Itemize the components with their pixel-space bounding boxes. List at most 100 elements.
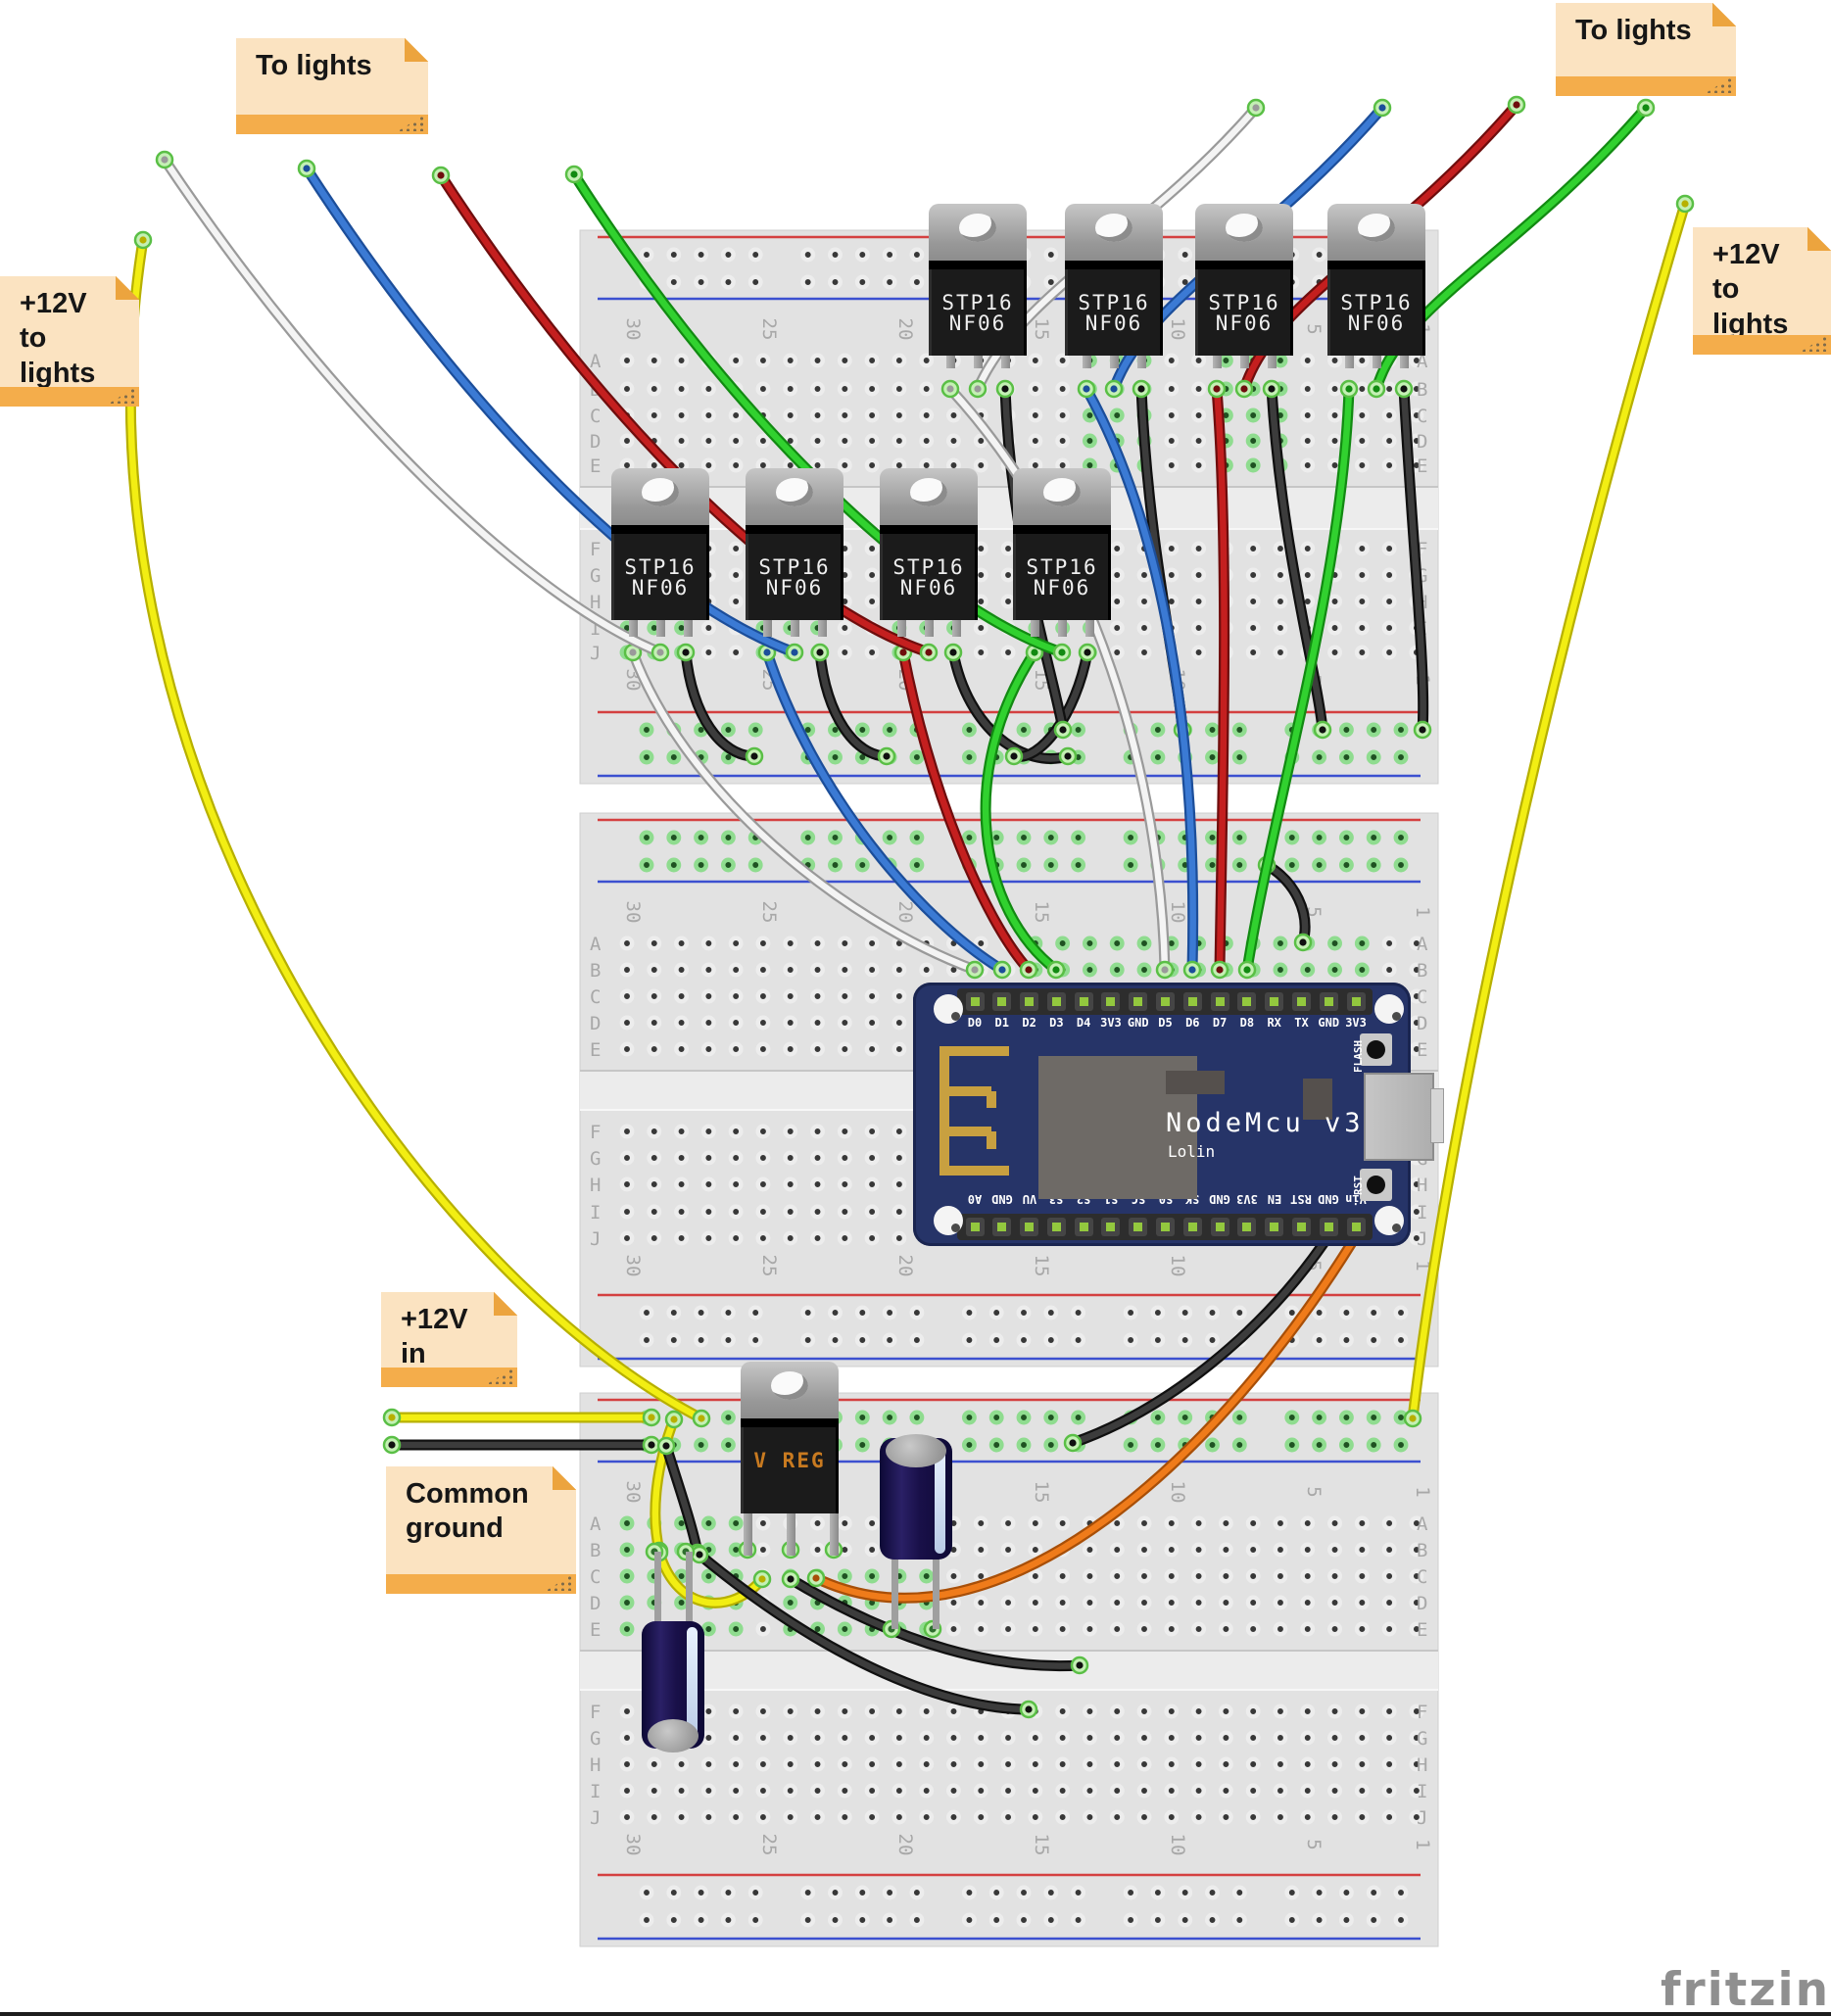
pin-RX[interactable] [1265, 992, 1284, 1011]
component-label: STP16 NF06 [1078, 291, 1150, 335]
capacitor-stripe [687, 1627, 698, 1743]
wire-black-jumper-1[interactable] [660, 1440, 703, 1559]
pin-RST[interactable] [1291, 1218, 1311, 1236]
svg-text:30: 30 [622, 901, 644, 924]
pin-S1[interactable] [1101, 1218, 1121, 1236]
mounting-hole [1374, 1206, 1404, 1235]
mosfet-stp16nf06[interactable]: STP16 NF06 [880, 468, 978, 637]
svg-text:D: D [590, 1013, 601, 1034]
pin-3V3[interactable] [1237, 1218, 1257, 1236]
pin-GND[interactable] [1210, 1218, 1229, 1236]
component-pin [817, 620, 827, 637]
note-common-ground[interactable]: Common ground [386, 1466, 576, 1594]
flash-button[interactable] [1360, 1033, 1392, 1066]
note-to-lights-top-right[interactable]: To lights [1556, 3, 1736, 96]
wire-gate-blue-1[interactable] [761, 647, 1008, 976]
wire-yellow-jumper-1[interactable] [650, 1414, 680, 1557]
note-fold-corner [1807, 227, 1831, 251]
wire-gate-green-1[interactable] [980, 647, 1062, 976]
note-strip [236, 115, 428, 134]
mosfet-stp16nf06[interactable]: STP16 NF06 [1327, 204, 1425, 368]
pin-3V3[interactable] [1346, 992, 1366, 1011]
wire-black-arc-1[interactable] [694, 1549, 1035, 1715]
usb-connector[interactable] [1364, 1073, 1434, 1161]
wire-lights-white-L[interactable] [159, 154, 666, 658]
capacitor-2[interactable] [642, 1621, 704, 1752]
wire-black-src-1[interactable] [680, 647, 760, 762]
wire-black-arc-2[interactable] [785, 1573, 1085, 1672]
wire-gate-green-2[interactable] [1241, 383, 1355, 976]
pin-VU[interactable] [1020, 1218, 1039, 1236]
svg-text:B: B [1417, 1540, 1427, 1561]
wire-black-src-8[interactable] [1398, 383, 1429, 736]
pin-D7[interactable] [1210, 992, 1229, 1011]
wire-gate-white-1[interactable] [627, 647, 981, 976]
note-12v-in[interactable]: +12V in [381, 1292, 517, 1387]
wire-black-src-2[interactable] [814, 647, 892, 762]
wire-gate-red-2[interactable] [1211, 383, 1230, 976]
note-to-lights-top-left[interactable]: To lights [236, 38, 428, 134]
capacitor-1[interactable] [880, 1434, 952, 1560]
mosfet-stp16nf06[interactable]: STP16 NF06 [1195, 204, 1293, 368]
pin-D6[interactable] [1182, 992, 1202, 1011]
pin-D1[interactable] [992, 992, 1012, 1011]
pin-GND[interactable] [1129, 992, 1148, 1011]
pin-D0[interactable] [965, 992, 985, 1011]
board-subtitle: Lolin [1168, 1142, 1216, 1161]
component-pin [1084, 620, 1094, 637]
note-strip [1556, 76, 1736, 96]
pin-S2[interactable] [1074, 1218, 1093, 1236]
mosfet-stp16nf06[interactable]: STP16 NF06 [929, 204, 1027, 368]
pin-EN[interactable] [1265, 1218, 1284, 1236]
pin-SK[interactable] [1182, 1218, 1202, 1236]
breadboard-bottom[interactable]: AABBCCDDEEFFGGHHIIJJ30302525202015151010… [579, 1392, 1439, 1947]
wire-black-rail[interactable] [1261, 859, 1311, 948]
wire-12v-yellow-right[interactable] [1407, 198, 1691, 1424]
pin-D3[interactable] [1046, 992, 1066, 1011]
svg-text:I: I [590, 618, 601, 640]
pin-GND[interactable] [1319, 992, 1338, 1011]
pin-TX[interactable] [1291, 992, 1311, 1011]
component-pin [829, 1513, 839, 1556]
pin-D8[interactable] [1237, 992, 1257, 1011]
pin-GND[interactable] [1319, 1218, 1338, 1236]
svg-text:30: 30 [622, 1834, 644, 1856]
capacitor-top-disc [886, 1434, 946, 1467]
rst-button[interactable] [1360, 1169, 1392, 1201]
mosfet-stp16nf06[interactable]: STP16 NF06 [746, 468, 843, 637]
tab-hole [1358, 214, 1395, 242]
pin-D2[interactable] [1020, 992, 1039, 1011]
voltage-regulator[interactable]: V REG [741, 1362, 839, 1556]
wire-nodemcu-gnd[interactable] [1067, 1230, 1334, 1449]
component-pin [743, 1513, 752, 1556]
mosfet-stp16nf06[interactable]: STP16 NF06 [1013, 468, 1111, 637]
pin-3V3[interactable] [1101, 992, 1121, 1011]
note-12v-to-lights-right[interactable]: +12V to lights [1693, 227, 1831, 355]
pin-GND[interactable] [992, 1218, 1012, 1236]
wire-gate-white-2[interactable] [944, 383, 1171, 976]
wire-lights-blue-L[interactable] [301, 163, 800, 658]
mosfet-stp16nf06[interactable]: STP16 NF06 [611, 468, 709, 637]
pin-S3[interactable] [1046, 1218, 1066, 1236]
wire-gate-blue-2[interactable] [1081, 383, 1199, 976]
svg-text:1: 1 [1412, 1486, 1433, 1497]
component-pin [1000, 356, 1010, 368]
wire-gate-red-1[interactable] [897, 647, 1035, 976]
pin-D5[interactable] [1156, 992, 1176, 1011]
pin-A0[interactable] [965, 1218, 985, 1236]
wire-black-src-7[interactable] [1266, 383, 1328, 736]
svg-text:C: C [590, 1566, 601, 1588]
wire-12v-yellow-left[interactable] [124, 234, 707, 1424]
pin-SC[interactable] [1129, 1218, 1148, 1236]
note-12v-to-lights-left[interactable]: +12V to lights [0, 276, 139, 407]
component-body: STP16 NF06 [611, 525, 709, 620]
svg-text:5: 5 [1303, 1486, 1325, 1497]
mosfet-stp16nf06[interactable]: STP16 NF06 [1065, 204, 1163, 368]
svg-text:5: 5 [1303, 906, 1325, 917]
pin-D4[interactable] [1074, 992, 1093, 1011]
pin-S0[interactable] [1156, 1218, 1176, 1236]
pin-Vin[interactable] [1346, 1218, 1366, 1236]
wire-lights-green-R[interactable] [1371, 102, 1652, 395]
tab-hole [910, 478, 947, 506]
